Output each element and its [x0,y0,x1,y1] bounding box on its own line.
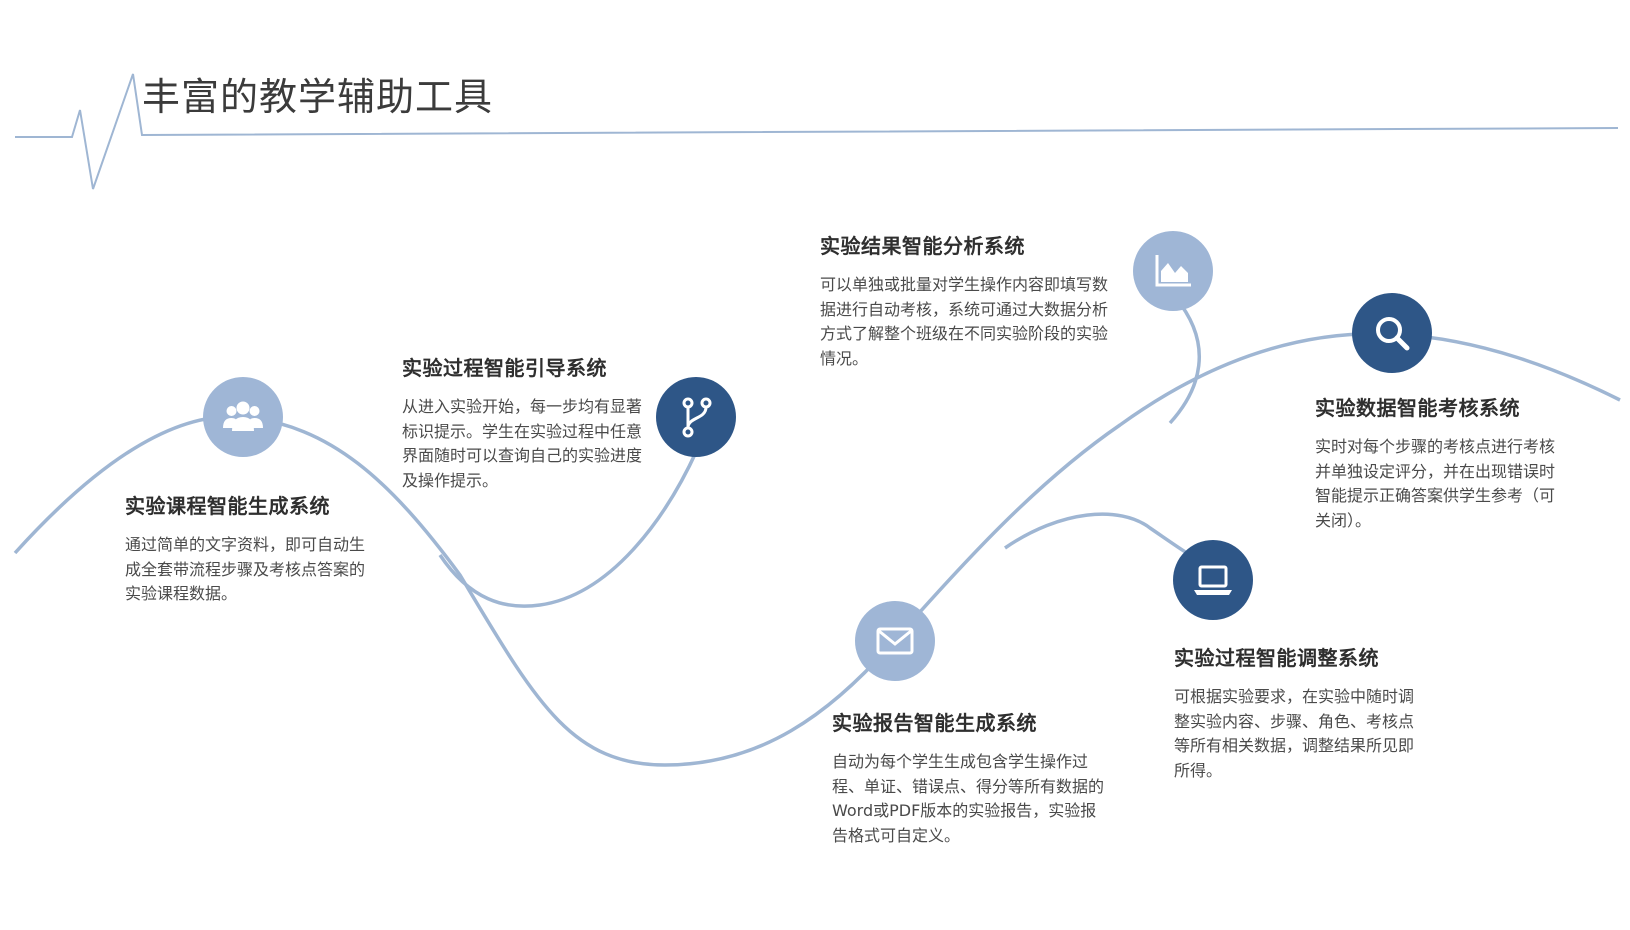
node-4-heading: 实验结果智能分析系统 [820,234,1025,258]
title-pulse-line [15,73,1619,190]
node-2-text: 实验过程智能引导系统 从进入实验开始，每一步均有显著标识提示。学生在实验过程中任… [402,352,644,493]
node-6-heading: 实验数据智能考核系统 [1315,396,1520,420]
area-chart-icon [1155,255,1191,287]
search-icon [1376,317,1410,351]
curve-branch-1 [438,449,699,608]
node-1-heading: 实验课程智能生成系统 [125,494,330,518]
node-3-heading: 实验报告智能生成系统 [832,711,1037,735]
node-5-description: 可根据实验要求，在实验中随时调整实验内容、步骤、角色、考核点等所有相关数据，调整… [1174,687,1415,780]
node-2-branch [656,377,736,457]
node-4-chart [1133,231,1213,311]
page-title: 丰富的教学辅助工具 [142,75,494,119]
node-2-description: 从进入实验开始，每一步均有显著标识提示。学生在实验过程中任意界面随时可以查询自己… [402,397,643,490]
mail-icon [876,627,914,655]
node-3-mail [855,601,935,681]
node-5-heading: 实验过程智能调整系统 [1174,646,1379,670]
node-1-users [203,377,283,457]
laptop-icon [1194,565,1232,595]
node-6-text: 实验数据智能考核系统 实时对每个步骤的考核点进行考核并单独设定评分，并在出现错误… [1315,392,1570,533]
node-4-description: 可以单独或批量对学生操作内容即填写数据进行自动考核，系统可通过大数据分析方式了解… [820,275,1109,368]
node-6-description: 实时对每个步骤的考核点进行考核并单独设定评分，并在出现错误时智能提示正确答案供学… [1315,437,1556,530]
curve-branch-2 [1168,295,1201,425]
node-4-text: 实验结果智能分析系统 可以单独或批量对学生操作内容即填写数据进行自动考核，系统可… [820,230,1110,371]
node-5-laptop [1173,540,1253,620]
branch-icon [682,397,712,438]
node-3-text: 实验报告智能生成系统 自动为每个学生生成包含学生操作过程、单证、错误点、得分等所… [832,707,1107,848]
node-3-description: 自动为每个学生生成包含学生操作过程、单证、错误点、得分等所有数据的Word或PD… [832,752,1105,845]
node-1-description: 通过简单的文字资料，即可自动生成全套带流程步骤及考核点答案的实验课程数据。 [125,535,366,603]
node-6-search [1352,293,1432,373]
node-5-text: 实验过程智能调整系统 可根据实验要求，在实验中随时调整实验内容、步骤、角色、考核… [1174,642,1429,783]
node-1-text: 实验课程智能生成系统 通过简单的文字资料，即可自动生成全套带流程步骤及考核点答案… [125,490,380,607]
node-2-heading: 实验过程智能引导系统 [402,356,607,380]
users-icon [223,401,263,431]
